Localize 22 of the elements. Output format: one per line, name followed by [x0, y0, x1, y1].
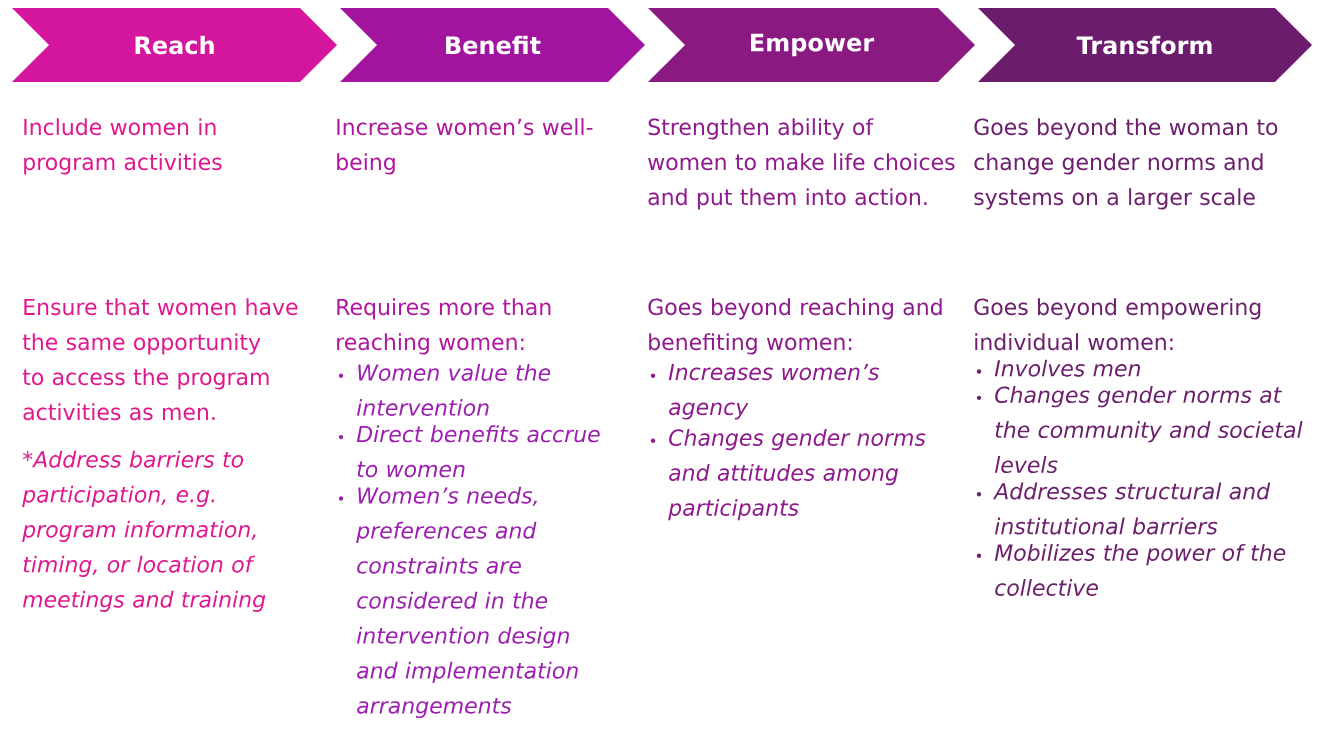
stage-header: Empower	[648, 8, 975, 82]
description: Increase women’s well-being	[337, 118, 593, 175]
bullet-item: Changes gender norms at the community and societal levels	[995, 386, 1303, 474]
description: Include women in program activities	[24, 118, 222, 175]
description: Goes beyond reaching and benefiting women:	[648, 298, 942, 355]
bullet-item: Increases women’s agency	[668, 363, 879, 420]
description: Requires more than reaching women:	[337, 298, 551, 355]
bullet-item: Mobilizes the power of the collective	[994, 543, 1286, 596]
description: Goes beyond empowering individual women:	[974, 298, 1261, 351]
bullet-item: Direct benefits accrue to women	[356, 425, 600, 478]
stage-header: Reach	[12, 8, 337, 82]
description: Strengthen ability of women to make life choices and put them into action.	[648, 118, 955, 210]
bullet-item: Women value the intervention	[356, 363, 551, 416]
bullet-item: Involves men	[994, 359, 1140, 377]
stage-header: Benefit	[340, 8, 645, 82]
stage-header: Transform	[978, 8, 1312, 82]
bullet-item: Women’s needs, preferences and constraints are considered in the intervention design and implementation arrangements	[356, 486, 578, 719]
note: *Address barriers to participation, e.g. program information, timing, or location of meetings and training	[22, 450, 266, 612]
bullet-item: Addresses structural and institutional barriers	[993, 482, 1271, 535]
description: Ensure that women have the same opportunity to access the program activities as men.	[22, 298, 298, 421]
bullet-item: Changes gender norms and attitudes among participants	[668, 428, 926, 521]
description: Goes beyond the woman to change gender norms and systems on a larger scale	[974, 118, 1278, 210]
